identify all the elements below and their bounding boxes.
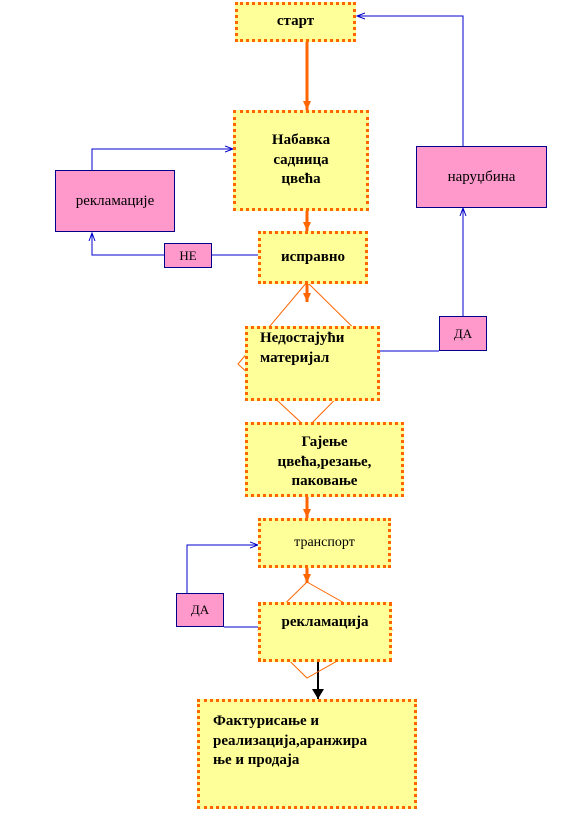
side-box-complaints: рекламације: [55, 170, 175, 232]
node-procurement-line-3: цвећа: [281, 171, 321, 188]
node-complaint-label: рекламација: [281, 614, 369, 630]
node-transport-label: транспорт: [294, 534, 355, 550]
node-growing: Гајење цвећа,резање, паковање: [245, 422, 404, 497]
label-yes-top: ДА: [439, 316, 487, 351]
node-start: старт: [235, 2, 356, 42]
label-no: НЕ: [164, 243, 212, 268]
side-box-order-label: наруџбина: [447, 168, 516, 185]
node-procurement-line-2: садница: [273, 151, 329, 168]
node-invoicing-line-3: ње и продаја: [213, 752, 300, 768]
node-correct: исправно: [258, 231, 368, 284]
node-procurement: Набавка садница цвећа: [233, 110, 369, 211]
node-procurement-line-1: Набавка: [271, 132, 331, 149]
node-missing-material-line-2: материјал: [260, 349, 330, 366]
label-yes-bottom-text: ДА: [190, 602, 210, 617]
node-correct-label: исправно: [280, 248, 346, 265]
node-growing-line-3: паковање: [291, 473, 358, 490]
node-growing-line-1: Гајење: [301, 434, 348, 451]
node-invoicing-line-2: реализација,аранжира: [213, 732, 368, 749]
node-missing-material-line-1: Недостајући: [260, 330, 345, 346]
label-yes-top-text: ДА: [453, 325, 473, 341]
node-start-label: старт: [276, 13, 315, 30]
node-invoicing-line-1: Фактурисање и: [213, 713, 320, 729]
connector-order-to-start: [357, 16, 464, 146]
connector-yes-to-transport: [186, 545, 258, 593]
node-invoicing: Фактурисање и реализација,аранжира ње и …: [197, 699, 417, 809]
side-box-complaints-label: рекламације: [75, 192, 155, 209]
label-yes-bottom: ДА: [176, 593, 224, 627]
node-missing-material: Недостајући материјал: [245, 326, 380, 401]
connector-complaints-to-procurement: [91, 149, 233, 170]
node-transport: транспорт: [258, 518, 391, 568]
node-growing-line-2: цвећа,резање,: [277, 453, 372, 470]
node-complaint: рекламација: [258, 602, 392, 662]
side-box-order: наруџбина: [416, 146, 547, 208]
label-no-text: НЕ: [179, 247, 197, 263]
connector-no-to-complaints-bend: [92, 233, 164, 256]
